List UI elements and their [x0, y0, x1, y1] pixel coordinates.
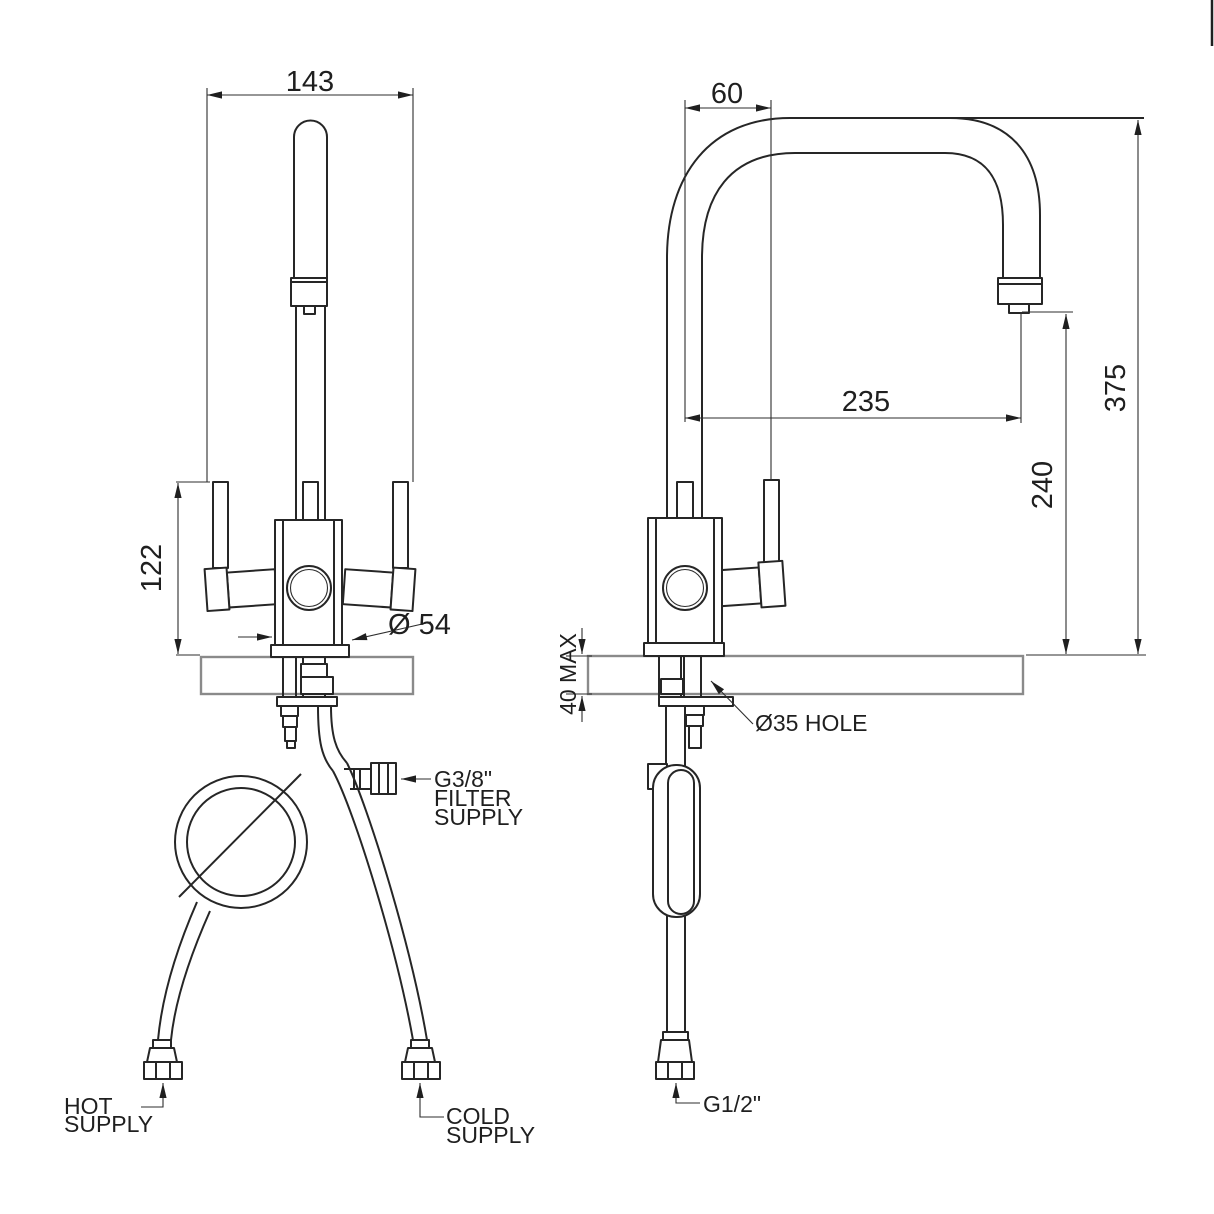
side-body: [643, 517, 725, 657]
side-view: [586, 117, 1144, 1080]
dim-body-diameter: Ø 54: [238, 609, 451, 641]
label-hot-supply: HOT SUPPLY: [64, 1083, 167, 1137]
dim-spout-offset: 60: [684, 78, 772, 480]
filter-branch-connector: [344, 762, 397, 795]
dim-60-label: 60: [711, 78, 743, 110]
dimensions-front: 143 122 Ø 54 G3/8" FILTER SUPPLY HOT SUP…: [64, 66, 535, 1148]
threaded-stud: [282, 656, 297, 698]
dim-54-label: Ø 54: [388, 609, 451, 641]
side-threaded-stud: [683, 655, 702, 698]
label-g12-text: G1/2": [703, 1091, 761, 1117]
dim-overall-width: 143: [206, 66, 414, 482]
label-hole: Ø35 HOLE: [710, 680, 868, 736]
front-hoses: [157, 705, 428, 1041]
base-flange: [270, 644, 350, 658]
left-handle-bar: [212, 481, 229, 569]
front-spout: [290, 119, 328, 520]
dim-40max-label: 40 MAX: [555, 633, 581, 715]
svg-text:SUPPLY: SUPPLY: [64, 1111, 153, 1137]
side-spout: [666, 117, 1144, 518]
dim-deck-thickness: 40 MAX: [555, 628, 592, 722]
dim-outlet-height: 240: [1022, 311, 1073, 654]
hose-crossing: [178, 773, 302, 898]
aerator-tip: [303, 305, 316, 315]
front-fixing-hardware: [276, 656, 338, 749]
dim-122-label: 122: [136, 544, 168, 592]
label-filter-supply: G3/8" FILTER SUPPLY: [401, 766, 523, 830]
side-fixing-hardware: [658, 655, 734, 749]
svg-text:SUPPLY: SUPPLY: [434, 804, 523, 830]
front-handles: [203, 481, 417, 613]
g12-connector: [655, 1031, 695, 1080]
right-handle-bar: [392, 481, 409, 569]
front-body: [270, 519, 350, 658]
side-counter-section: [586, 654, 1025, 696]
side-aerator-tip: [1008, 303, 1030, 314]
svg-text:G3/8": G3/8": [434, 766, 492, 792]
hot-connector: [143, 1039, 183, 1080]
backnut-flange: [276, 696, 338, 707]
dim-handle-height: 122: [136, 481, 210, 656]
dimensions-side: 60 235 240 375 40 MAX Ø35 HOLE: [555, 78, 1146, 1117]
label-hole-text: Ø35 HOLE: [755, 710, 868, 736]
dim-375-label: 375: [1100, 364, 1132, 412]
label-cold-supply: COLD SUPPLY: [416, 1083, 535, 1148]
front-view: [143, 119, 441, 1080]
dim-spout-reach: 235: [685, 312, 1022, 423]
dim-143-label: 143: [286, 66, 334, 98]
side-hoses: [647, 706, 701, 1032]
dim-overall-height: 375: [1026, 120, 1146, 656]
svg-text:SUPPLY: SUPPLY: [446, 1122, 535, 1148]
svg-text:FILTER: FILTER: [434, 785, 512, 811]
side-spout-outlet: [997, 277, 1043, 305]
label-supply-thread: G1/2": [672, 1083, 761, 1117]
dim-235-label: 235: [842, 386, 890, 418]
body-badge: [286, 565, 332, 611]
svg-text:COLD: COLD: [446, 1103, 510, 1129]
dim-240-label: 240: [1027, 461, 1059, 509]
hose-coil-inner: [186, 787, 296, 897]
svg-text:HOT: HOT: [64, 1093, 113, 1119]
cold-connector: [401, 1039, 441, 1080]
